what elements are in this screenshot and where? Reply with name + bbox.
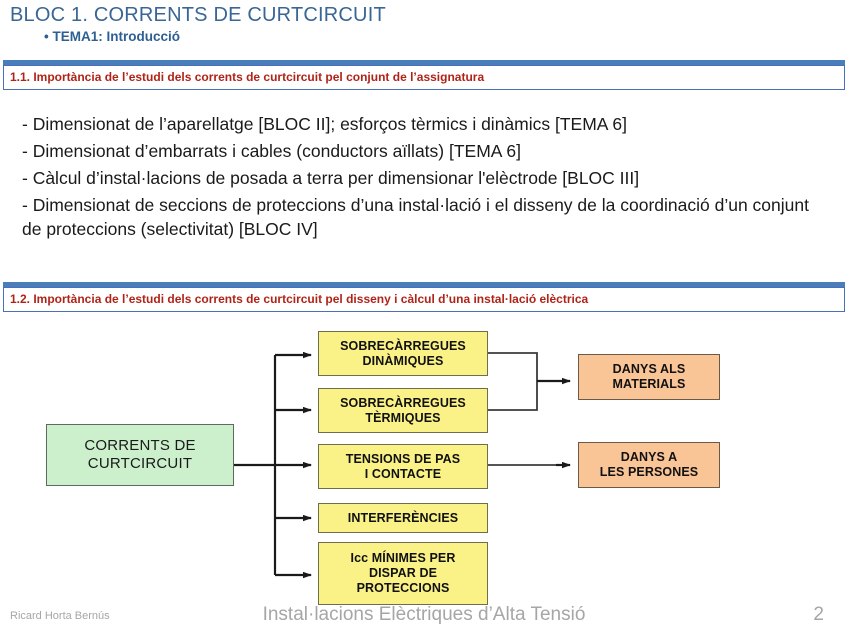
node-cause-1-line1: SOBRECÀRREGUES — [340, 338, 466, 353]
page-title: BLOC 1. CORRENTS DE CURTCIRCUIT — [10, 4, 386, 26]
body-line-3: - Càlcul d’instal·lacions de posada a te… — [22, 167, 640, 188]
node-source-line2: CURTCIRCUIT — [87, 455, 193, 472]
body-line-1: - Dimensionat de l’aparellatge [BLOC II]… — [22, 114, 627, 134]
section-heading-2: 1.2. Importància de l’estudi dels corren… — [3, 287, 845, 312]
diagram-connectors — [234, 351, 571, 579]
node-sobrecarregues-termiques[interactable]: SOBRECÀRREGUES TÈRMIQUES — [318, 388, 488, 433]
node-interferencies[interactable]: INTERFERÈNCIES — [318, 503, 488, 533]
node-danys-als-materials[interactable]: DANYS ALS MATERIALS — [578, 354, 720, 400]
node-cause-5-line2: DISPAR DE — [368, 566, 438, 581]
node-danys-a-les-persones[interactable]: DANYS A LES PERSONES — [578, 442, 720, 488]
footer-author: Ricard Horta Bernús — [10, 610, 110, 622]
section-heading-1: 1.1. Importància de l’estudi dels corren… — [3, 65, 845, 90]
flow-diagram: CORRENTS DE CURTCIRCUIT SOBRECÀRREGUES D… — [0, 318, 848, 608]
node-effect-1-line1: DANYS ALS — [612, 362, 686, 377]
page-subtitle: • TEMA1: Introducció — [44, 29, 180, 44]
node-source-line1: CORRENTS DE — [84, 437, 196, 455]
node-icc-minimes-per-dispar-de-proteccions[interactable]: Icc MÍNIMES PER DISPAR DE PROTECCIONS — [318, 542, 488, 605]
node-cause-3-line2: I CONTACTE — [364, 466, 442, 481]
node-cause-2-line2: TÈRMIQUES — [365, 410, 441, 425]
node-effect-2-line1: DANYS A — [620, 450, 678, 465]
node-cause-1-line2: DINÀMIQUES — [362, 353, 444, 368]
node-cause-5-line3: PROTECCIONS — [356, 580, 450, 595]
node-cause-3-line1: TENSIONS DE PAS — [345, 451, 461, 466]
node-tensions-de-pas-i-contacte[interactable]: TENSIONS DE PAS I CONTACTE — [318, 444, 488, 489]
connector-merge-materials — [488, 352, 538, 411]
node-cause-5-line1: Icc MÍNIMES PER — [350, 551, 456, 566]
node-cause-4-line1: INTERFERÈNCIES — [347, 510, 459, 525]
body-line-2: - Dimensionat d’embarrats i cables (cond… — [22, 140, 521, 161]
footer-course-title: Instal·lacions Elèctriques d’Alta Tensió — [262, 604, 586, 625]
node-sobrecarregues-dinamiques[interactable]: SOBRECÀRREGUES DINÀMIQUES — [318, 331, 488, 376]
node-corrents-de-curtcircuit[interactable]: CORRENTS DE CURTCIRCUIT — [46, 424, 234, 486]
node-cause-2-line1: SOBRECÀRREGUES — [340, 395, 466, 410]
body-text-block: - Dimensionat de l’aparellatge [BLOC II]… — [22, 112, 828, 244]
footer-page-number: 2 — [813, 604, 824, 625]
body-line-4: - Dimensionat de seccions de proteccions… — [22, 194, 809, 240]
section-accent-bar-2 — [3, 282, 845, 287]
section-accent-bar-1 — [3, 60, 845, 65]
node-effect-1-line2: MATERIALS — [612, 377, 686, 391]
node-effect-2-line2: LES PERSONES — [599, 465, 699, 479]
